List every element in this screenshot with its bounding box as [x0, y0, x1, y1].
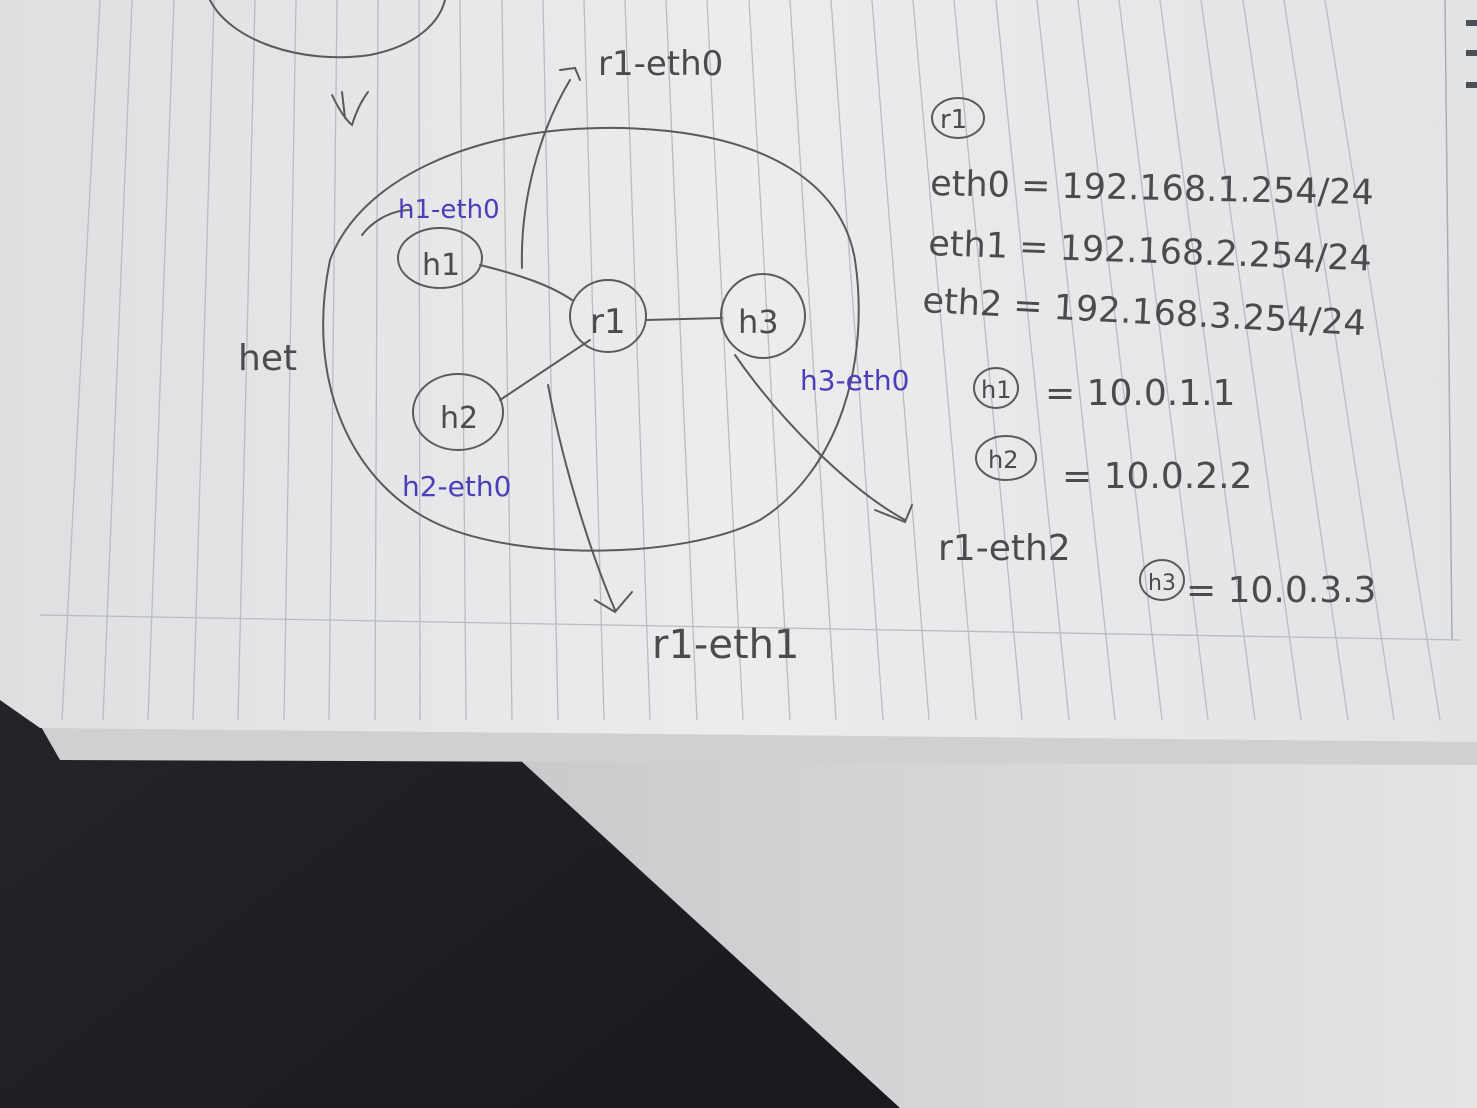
h2-badge: h2 [988, 446, 1018, 474]
h2-node-circle [412, 373, 504, 451]
pencil-labels: het r1 h1 h2 h3 r1-eth0 r1-eth1 r1-eth2 [238, 44, 1071, 668]
network-boundary [322, 126, 860, 552]
address-notes: r1 eth0 = 192.168.1.254/24 eth1 = 192.16… [922, 97, 1376, 611]
h3-eth0-label: h3-eth0 [800, 364, 909, 397]
ruled-lines [61, 0, 1441, 721]
r1-eth2-label: r1-eth2 [938, 528, 1071, 569]
down-arrow [331, 91, 369, 127]
r1-node-circle [569, 279, 647, 353]
h1-badge-circle [973, 367, 1019, 409]
previous-sketch-arc [209, 0, 446, 59]
r1-eth0-label: r1-eth0 [598, 44, 723, 84]
table-edge [520, 745, 1477, 1108]
network-label: het [238, 338, 297, 379]
margin-line [1444, 0, 1453, 641]
h2-eth0-label: h2-eth0 [402, 470, 511, 503]
r1-h3-link [645, 317, 723, 321]
r1-eth1-leader [547, 384, 633, 614]
h2-badge-circle [975, 435, 1037, 481]
h1-eth0-label: h1-eth0 [398, 195, 500, 225]
binding-marks [1466, 20, 1477, 88]
h1-node-label: h1 [422, 248, 460, 283]
router-badge: r1 [940, 105, 967, 135]
r1-eth0-leader [520, 66, 581, 269]
h1-r1-link [479, 264, 573, 301]
h2-node-label: h2 [440, 401, 478, 436]
diagram [209, 0, 913, 614]
h2-address: = 10.0.2.2 [1062, 456, 1252, 497]
r1-eth2-leader [734, 354, 913, 524]
r1-eth1-label: r1-eth1 [652, 622, 799, 668]
h3-badge: h3 [1148, 571, 1176, 596]
notebook-page [0, 0, 1477, 742]
h1-badge: h1 [981, 376, 1011, 404]
r1-node-label: r1 [590, 302, 626, 342]
bottom-rule [39, 614, 1461, 641]
router-badge-circle [931, 97, 985, 139]
h3-node-label: h3 [738, 303, 779, 341]
h3-node-circle [720, 273, 806, 359]
h3-address: = 10.0.3.3 [1186, 570, 1376, 611]
h1-eth0-leader [361, 209, 411, 236]
h2-r1-link [499, 339, 591, 401]
eth0-address: eth0 = 192.168.1.254/24 [930, 164, 1374, 213]
h3-badge-circle [1139, 559, 1185, 601]
h1-node-circle [397, 227, 483, 289]
h1-address: = 10.0.1.1 [1045, 373, 1235, 414]
pen-labels: h1-eth0 h2-eth0 h3-eth0 [398, 195, 909, 503]
